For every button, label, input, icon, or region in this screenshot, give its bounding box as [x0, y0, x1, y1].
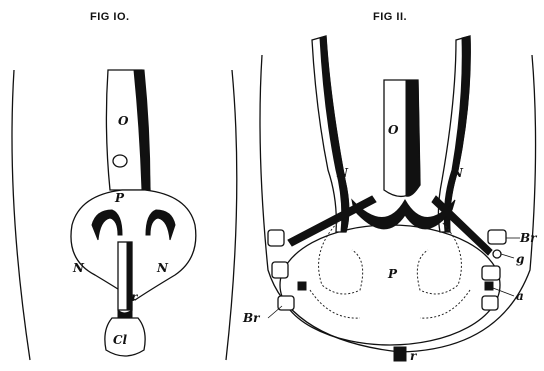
fig11-knob-right: [485, 282, 493, 290]
fig11-g-knob: [493, 250, 501, 258]
fig10-lobes: [71, 190, 196, 300]
fig11-r-stub: [394, 347, 406, 361]
fig11-label-n-right: N: [451, 166, 464, 180]
figure-10: FIG IO. O P N N r Cl: [12, 11, 237, 360]
figure-10-title: FIG IO.: [90, 11, 130, 23]
fig11-a-leader: [493, 288, 514, 296]
fig11-dash-loop-right-b: [420, 290, 470, 318]
fig11-disc-outer: [280, 225, 500, 345]
fig10-body-outline-right: [226, 70, 237, 360]
fig11-label-n-left: N: [336, 166, 349, 180]
fig11-g-leader: [501, 254, 514, 258]
fig11-label-br-right: Br: [519, 231, 538, 245]
fig11-knob-left: [298, 282, 306, 290]
fig11-label-g: g: [516, 252, 524, 266]
fig10-label-p: P: [114, 191, 125, 205]
fig10-label-cl: Cl: [113, 333, 128, 347]
fig11-rod-left: [288, 196, 376, 246]
figure-11: FIG II.: [242, 11, 538, 363]
fig10-pore: [113, 155, 127, 167]
fig10-cl-neck: [118, 310, 132, 318]
fig11-label-o: O: [388, 123, 399, 137]
fig11-label-br-left: Br: [242, 311, 261, 325]
fig10-label-o: O: [118, 114, 129, 128]
fig10-label-n-left: N: [72, 261, 85, 275]
fig11-dash-loop-left-b: [310, 290, 360, 318]
fig10-body-outline-left: [12, 70, 30, 360]
fig11-label-p: P: [387, 267, 398, 281]
fig10-label-n-right: N: [156, 261, 169, 275]
fig11-label-a: a: [516, 289, 524, 303]
fig11-br-left-leader: [268, 306, 282, 318]
fig11-oesophagus-shading: [406, 80, 420, 196]
figure-11-title: FIG II.: [373, 11, 407, 23]
fig11-br-coils-right: [482, 230, 506, 310]
